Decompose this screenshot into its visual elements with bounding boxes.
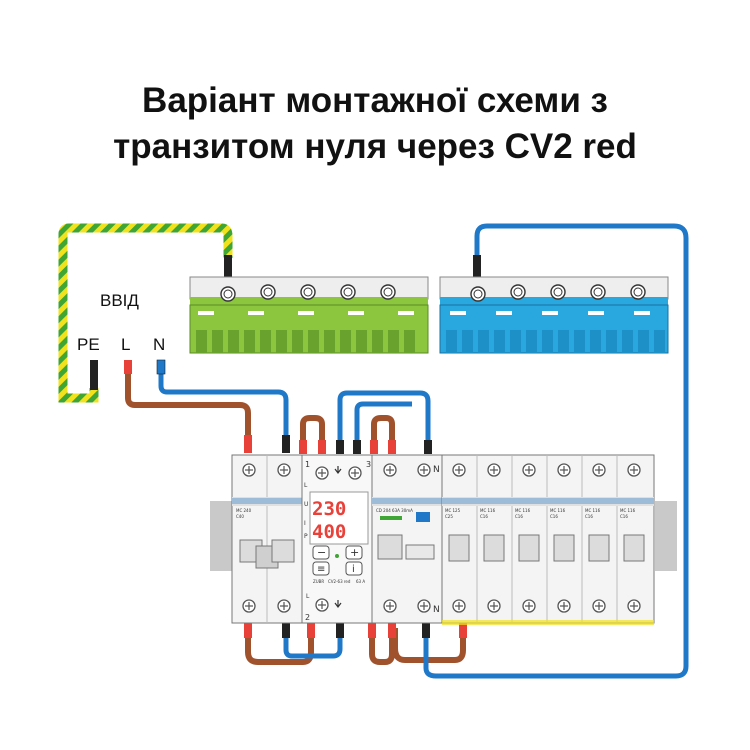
relay-mark-i: I [304,520,306,527]
l-jumper-rcd-bottom [369,625,395,665]
relay-mark-u: U [304,501,308,508]
relay-display-bottom: 400 [312,521,346,543]
branch-4-text: MC 116 [550,508,566,513]
l-input-wire [125,370,251,440]
n-rcd-out [423,223,689,679]
relay-info-button[interactable] [345,561,363,576]
title-line-1: Варіант монтажної схеми з [142,81,608,120]
relay-mark-p: P [304,533,308,540]
relay-brand: ZUBR [313,579,324,584]
relay-terminal-1: 1 [305,460,310,469]
branch-2-rating: C16 [480,514,488,519]
main-breaker-text: MC 240 [236,508,252,513]
branch-2-text: MC 116 [480,508,496,513]
status-led [335,554,339,558]
relay-minus-button[interactable] [312,545,330,560]
rcd-n-bottom: N [433,605,440,615]
branch-3-text: MC 116 [515,508,531,513]
main-breaker-rating: C40 [236,514,244,519]
diagram-title: Варіант монтажної схеми з транзитом нуля… [0,78,750,170]
branch-4-rating: C16 [550,514,558,519]
branch-breakers: MC 125 C25 MC 116 C16 MC 116 C16 MC 116 … [441,454,655,625]
relay-rating: 63 A [356,579,365,584]
branch-5-text: MC 116 [585,508,601,513]
din-rail-left [210,501,232,571]
relay-menu-button[interactable] [312,561,330,576]
n-label: N [153,335,165,354]
n-jumper-top [337,390,431,452]
relay-info-label: i [352,564,355,575]
n-jumper-top-inner [354,401,412,452]
branch-6-text: MC 116 [620,508,636,513]
din-rail-right [655,501,677,571]
relay-terminal-3: 3 [366,460,371,469]
relay-plus-button[interactable] [345,545,363,560]
l-label: L [121,335,130,354]
branch-3-rating: C16 [515,514,523,519]
l-jumper-rcd [371,415,395,452]
relay-plus-label: + [350,546,359,559]
branch-5-rating: C16 [585,514,593,519]
branch-1-rating: C25 [445,514,453,519]
rcd-text: CD 204 63A 30mA [376,508,413,513]
n-jumper-bottom [283,625,343,659]
voltage-relay: 230 400 − + ≡ i ZUBR CV2-63 red 63 A 1 3… [301,454,373,624]
relay-model: CV2-63 red [328,579,351,584]
input-label: ВВІД [100,291,139,310]
rcd-n-top: N [433,465,440,475]
branch-6-rating: C16 [620,514,628,519]
l-rcd-out [392,628,466,663]
rcd: CD 204 63A 30mA N N [371,454,443,624]
relay-minus-label: − [317,546,326,559]
title-line-2: транзитом нуля через CV2 red [113,127,637,166]
n-input-wire [158,372,289,440]
main-breaker: MC 240 C40 [231,454,303,624]
relay-mark-l: L [304,482,308,489]
relay-terminal-2: 2 [305,613,310,622]
branch-1-text: MC 125 [445,508,461,513]
relay-menu-label: ≡ [317,564,325,575]
relay-display-top: 230 [312,498,346,520]
pe-label: PE [77,335,100,354]
pe-wire [58,223,233,403]
wire-ferrule-icon [90,255,481,638]
relay-mark-l-bottom: L [306,593,310,600]
arrow-down-icon [334,466,342,608]
l-jumper-top [300,415,325,452]
